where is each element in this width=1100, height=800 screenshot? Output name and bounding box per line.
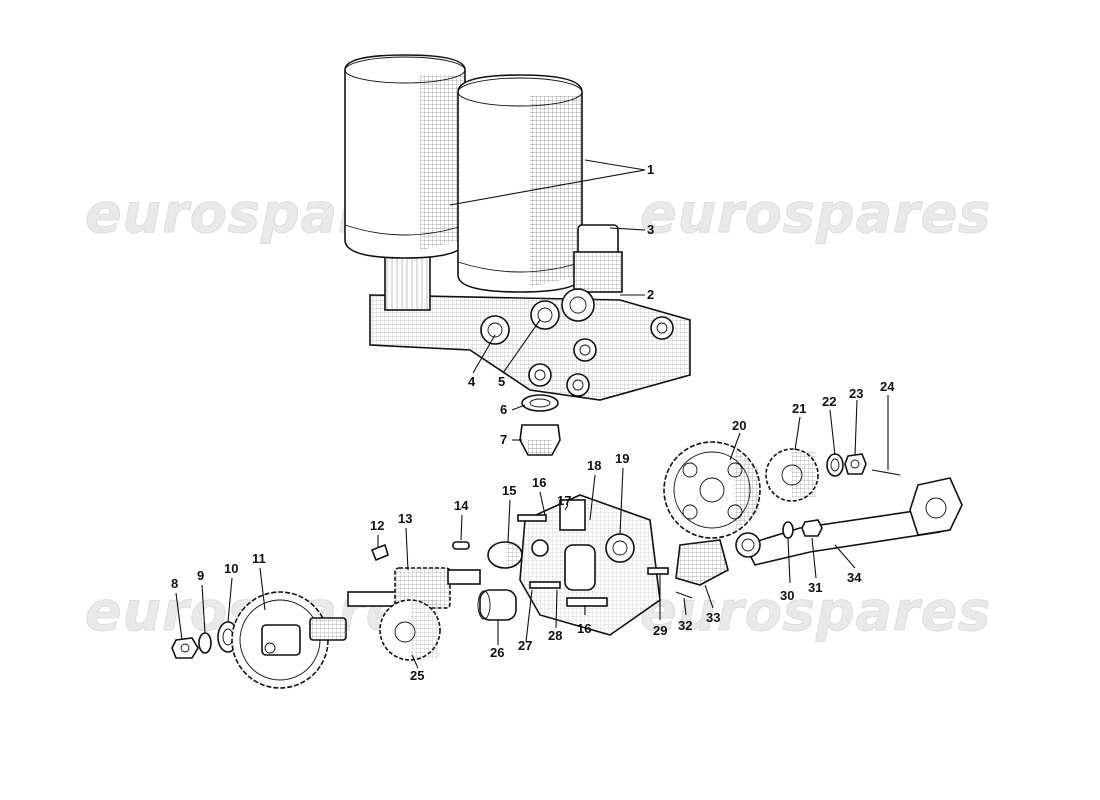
gasket-ring-6 bbox=[521, 394, 559, 412]
idler-gear-20 bbox=[663, 441, 761, 539]
callout-14: 14 bbox=[454, 498, 469, 513]
oil-filter-right bbox=[457, 74, 583, 293]
callout-34: 34 bbox=[847, 570, 862, 585]
spacer-plate-33 bbox=[675, 539, 729, 586]
callout-22: 22 bbox=[822, 394, 836, 409]
bushing-26 bbox=[477, 589, 517, 621]
callout-6: 6 bbox=[500, 402, 507, 417]
callout-21: 21 bbox=[792, 401, 806, 416]
callout-26: 26 bbox=[490, 645, 504, 660]
union-fitting-7 bbox=[519, 424, 561, 456]
callout-25: 25 bbox=[410, 668, 424, 683]
oil-filter-housing bbox=[369, 254, 691, 401]
nut-8 bbox=[171, 637, 199, 659]
leader-lines bbox=[175, 159, 889, 669]
callout-20: 20 bbox=[732, 418, 746, 433]
callout-31: 31 bbox=[808, 580, 822, 595]
callout-15: 15 bbox=[502, 483, 516, 498]
callout-9: 9 bbox=[197, 568, 204, 583]
callout-13: 13 bbox=[398, 511, 412, 526]
callout-8: 8 bbox=[171, 576, 178, 591]
pin-24 bbox=[871, 469, 901, 476]
oil-filter-left bbox=[344, 54, 466, 259]
washer-9 bbox=[198, 632, 212, 654]
pump-body bbox=[517, 494, 669, 636]
drive-gear-11 bbox=[231, 591, 347, 689]
pin-14 bbox=[452, 541, 470, 550]
callout-labels: 1 2 3 4 5 6 7 8 9 10 11 12 13 14 15 16 1… bbox=[171, 162, 895, 683]
callout-12: 12 bbox=[370, 518, 384, 533]
callout-29: 29 bbox=[653, 623, 667, 638]
callout-30: 30 bbox=[780, 588, 794, 603]
callout-16: 16 bbox=[577, 621, 591, 636]
washer-30 bbox=[782, 521, 794, 539]
callout-10: 10 bbox=[224, 561, 238, 576]
callout-24: 24 bbox=[880, 379, 895, 394]
callout-1: 1 bbox=[647, 162, 654, 177]
callout-17: 17 bbox=[557, 493, 571, 508]
callout-4: 4 bbox=[468, 374, 476, 389]
callout-7: 7 bbox=[500, 432, 507, 447]
washer-22 bbox=[826, 453, 844, 477]
callout-23: 23 bbox=[849, 386, 863, 401]
callout-3: 3 bbox=[647, 222, 654, 237]
callout-2: 2 bbox=[647, 287, 654, 302]
callout-18: 18 bbox=[587, 458, 601, 473]
callout-28: 28 bbox=[548, 628, 562, 643]
nut-31 bbox=[801, 519, 823, 537]
bushing-15 bbox=[487, 541, 523, 569]
callout-19: 19 bbox=[615, 451, 629, 466]
gear-21 bbox=[765, 448, 819, 502]
key-12 bbox=[370, 543, 389, 562]
nut-23 bbox=[844, 453, 867, 475]
callout-5: 5 bbox=[498, 374, 505, 389]
watermark-text: eurospares bbox=[640, 182, 991, 245]
pickup-tube-34 bbox=[735, 477, 963, 566]
callout-16: 16 bbox=[532, 475, 546, 490]
callout-11: 11 bbox=[252, 551, 266, 566]
callout-33: 33 bbox=[706, 610, 720, 625]
callout-32: 32 bbox=[678, 618, 692, 633]
relief-valve-cap bbox=[573, 224, 623, 293]
shaft-gear-13 bbox=[347, 567, 481, 609]
pump-gear-25 bbox=[379, 599, 441, 661]
watermark-text: eurospares bbox=[640, 580, 991, 643]
callout-27: 27 bbox=[518, 638, 532, 653]
pin-32 bbox=[675, 591, 693, 599]
